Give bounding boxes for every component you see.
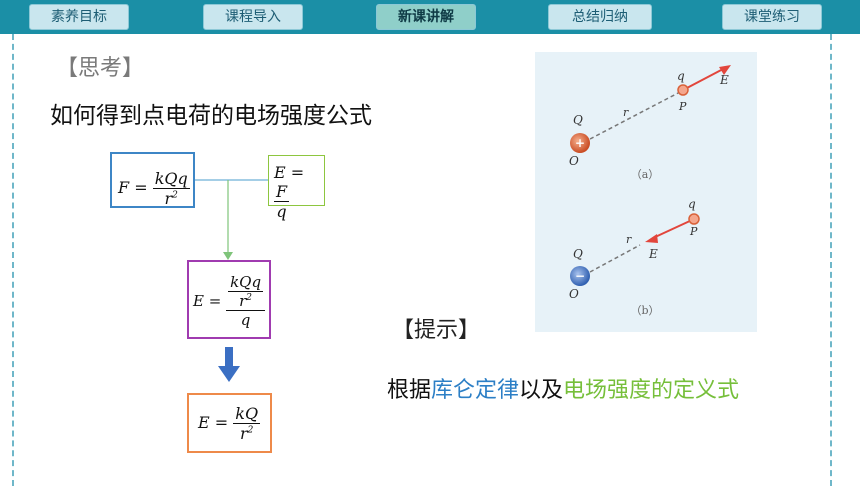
label-bigq-a: Q: [573, 113, 583, 127]
content-frame: [12, 34, 832, 486]
point-charge-field-formula: E = kQ r2: [198, 404, 261, 443]
field-definition-box: E = F q: [268, 155, 325, 221]
label-q-b: q: [688, 197, 696, 211]
tab-summary[interactable]: 总结归纳: [548, 4, 652, 30]
field-definition-fraction: F q: [274, 182, 290, 221]
top-nav-bar: 素养目标 课程导入 新课讲解 总结归纳 课堂练习: [0, 0, 860, 34]
tab-new-lesson[interactable]: 新课讲解: [376, 4, 476, 30]
point-charge-field-box: E = kQ r2: [187, 393, 272, 453]
label-r-a: r: [623, 106, 629, 119]
caption-b: （b）: [630, 304, 659, 317]
caption-a: （a）: [631, 168, 660, 181]
tab-course-intro[interactable]: 课程导入: [203, 4, 303, 30]
combined-formula-box: E = kQq r2 q: [187, 260, 271, 339]
conclusion-middle: 以及: [519, 378, 564, 403]
label-bigq-b: Q: [573, 247, 583, 261]
final-numerator: kQ: [233, 404, 261, 424]
label-o-a: O: [569, 154, 579, 168]
label-e-a: E: [719, 73, 729, 87]
negative-charge-icon: [570, 266, 590, 286]
arrow-down-bold-icon: [218, 366, 240, 382]
label-o-b: O: [569, 287, 579, 301]
question-text: 如何得到点电荷的电场强度公式: [50, 103, 372, 129]
combined-inner-numerator: kQq: [228, 273, 264, 292]
field-diagram: + q E r P Q O （a） − q E r P Q O （b）: [569, 65, 731, 317]
field-definition-formula: E = F q: [274, 163, 324, 221]
tab-classroom-exercise[interactable]: 课堂练习: [722, 4, 822, 30]
field-definition-numerator: F: [274, 182, 290, 202]
combined-numerator: kQq r2: [226, 273, 266, 311]
hint-label: 【提示】: [392, 318, 481, 343]
conclusion-prefix: 根据: [387, 378, 432, 403]
field-arrow-b-icon: [645, 234, 658, 243]
combined-fraction: kQq r2 q: [226, 273, 266, 329]
charge-sign-b: −: [575, 269, 585, 283]
combined-inner-denominator: r2: [239, 292, 253, 310]
coulomb-lhs: F =: [118, 178, 148, 197]
final-denominator: r2: [239, 424, 254, 443]
coulomb-numerator: kQq: [152, 169, 190, 189]
point-charge-figure: + q E r P Q O （a） − q E r P Q O （b）: [535, 52, 757, 332]
coulomb-law-term: 库仑定律: [431, 378, 520, 403]
conclusion-text: 根据库仑定律以及电场强度的定义式: [387, 372, 739, 404]
label-p-b: P: [689, 225, 698, 238]
coulomb-denominator: r2: [164, 189, 178, 208]
test-charge-b: [688, 213, 700, 225]
label-r-b: r: [626, 233, 632, 246]
coulomb-fraction: kQq r2: [152, 169, 190, 208]
test-charge-a: [677, 84, 689, 96]
label-p-a: P: [678, 100, 687, 113]
positive-charge-icon: [570, 133, 590, 153]
tab-learning-goals[interactable]: 素养目标: [29, 4, 129, 30]
final-fraction: kQ r2: [233, 404, 261, 443]
field-definition-lhs: E =: [274, 163, 305, 182]
think-label: 【思考】: [56, 56, 145, 81]
label-q-a: q: [677, 69, 685, 83]
coulomb-formula: F = kQq r2: [118, 169, 190, 208]
field-arrow-a-icon: [719, 65, 731, 75]
charge-sign-a: +: [575, 136, 585, 150]
field-definition-denominator: q: [276, 202, 287, 221]
combined-lhs: E =: [193, 292, 222, 310]
final-lhs: E =: [198, 413, 229, 432]
coulomb-formula-box: F = kQq r2: [110, 152, 195, 208]
label-e-b: E: [648, 247, 658, 261]
combined-denominator: q: [240, 311, 251, 329]
field-definition-term: 电场强度的定义式: [563, 378, 740, 403]
combined-formula: E = kQq r2 q: [193, 265, 266, 337]
arrow-down-small-icon: [223, 252, 233, 260]
